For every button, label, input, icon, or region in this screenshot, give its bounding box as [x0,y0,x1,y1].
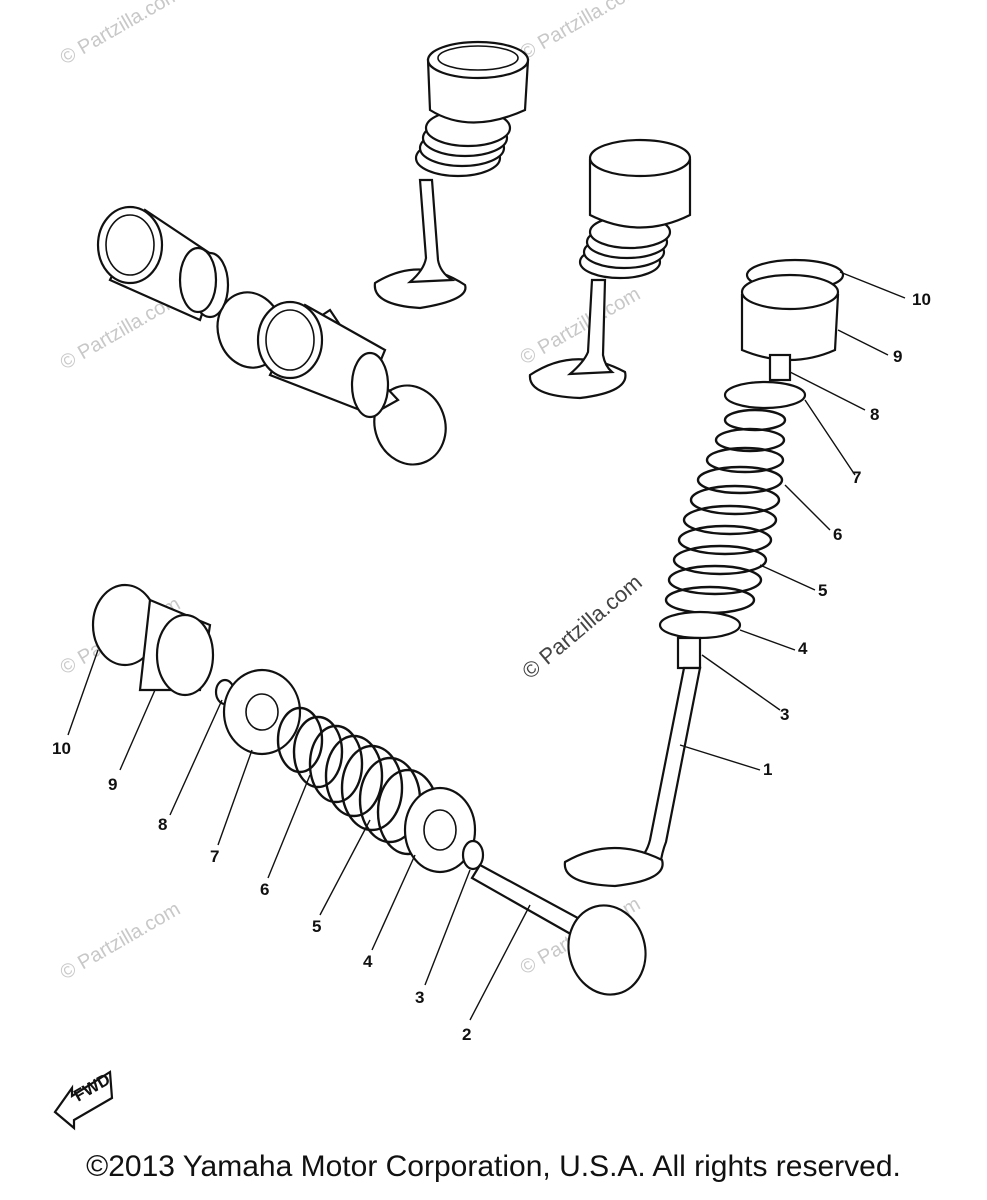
callout-label: 6 [833,525,842,544]
forward-direction-icon: FWD [53,1070,114,1131]
callout-label: 5 [312,917,321,936]
callouts-left: 10 9 8 7 6 5 4 3 2 [52,739,471,1044]
watermark: © Partzilla.com [517,283,645,369]
watermark: © Partzilla.com [57,898,185,984]
watermark: © Partzilla.com [517,0,645,64]
callout-label: 8 [158,815,167,834]
valve-assembly-upper-left [96,205,447,466]
callout-label: 2 [462,1025,471,1044]
callout-label: 4 [798,639,808,658]
callout-label: 6 [260,880,269,899]
callout-label: 7 [852,468,861,487]
valve-assembly-top-center [373,40,530,310]
callouts-right: 10 9 8 7 6 5 4 3 1 [763,290,931,779]
leader-lines-left [67,649,531,1021]
watermark-center: © Partzilla.com [517,569,647,683]
watermark-group: © Partzilla.com © Partzilla.com © Partzi… [57,0,647,984]
leader-lines-right [679,271,906,771]
callout-label: 10 [912,290,931,309]
callout-label: 1 [763,760,772,779]
callout-label: 10 [52,739,71,758]
callout-label: 7 [210,847,219,866]
valve-spring-right [664,408,787,615]
callout-label: 5 [818,581,827,600]
valve-assembly-right-exploded [563,258,845,888]
callout-label: 3 [415,988,424,1007]
callout-label: 4 [363,952,373,971]
watermark: © Partzilla.com [57,0,185,69]
valve-assembly-left-exploded [91,583,647,996]
callout-label: 8 [870,405,879,424]
callout-label: 3 [780,705,789,724]
valve-assembly-mid-right [528,138,692,400]
callout-label: 9 [893,347,902,366]
copyright-notice: ©2013 Yamaha Motor Corporation, U.S.A. A… [86,1150,901,1183]
callout-label: 9 [108,775,117,794]
